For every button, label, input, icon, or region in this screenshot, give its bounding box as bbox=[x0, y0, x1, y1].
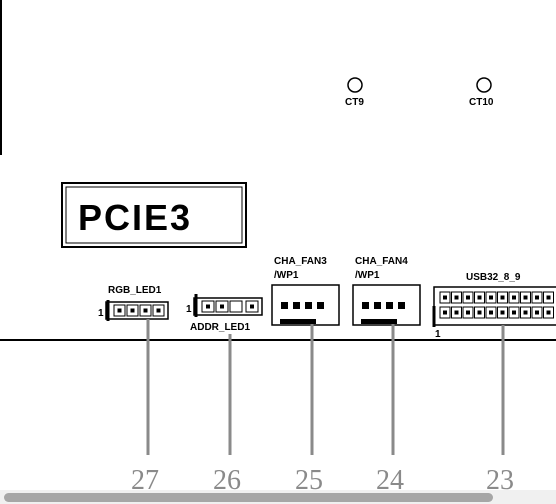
usb32-pin bbox=[508, 306, 520, 319]
usb32-pin-dot bbox=[512, 295, 516, 300]
cha-fan4-label-line1: CHA_FAN4 bbox=[355, 256, 408, 267]
rgb-led-pin-3 bbox=[139, 304, 152, 317]
usb32-pin-dot bbox=[466, 295, 470, 300]
rgb-led-housing bbox=[105, 301, 169, 320]
pcie-slot-label-box: PCIE3 bbox=[61, 182, 247, 248]
cha-fan4-pin-1 bbox=[362, 302, 369, 309]
addr-led-pin-dot-2 bbox=[220, 304, 224, 309]
usb32-pin-dot bbox=[546, 310, 551, 315]
cha-fan3-pin-3 bbox=[305, 302, 312, 309]
usb32-housing bbox=[433, 286, 556, 326]
scrollbar-thumb[interactable] bbox=[4, 493, 493, 502]
cha-fan3-housing bbox=[271, 284, 340, 326]
usb32-pin bbox=[474, 291, 485, 304]
usb32-pin bbox=[531, 306, 543, 319]
usb32-pin-dot bbox=[466, 310, 470, 315]
cha-fan4-pin-2 bbox=[374, 302, 381, 309]
usb32-pin bbox=[451, 306, 462, 319]
usb32-pin bbox=[485, 291, 497, 304]
pcie-box-outer bbox=[61, 182, 247, 248]
addr-led-pin-2 bbox=[215, 300, 229, 313]
usb32-pin bbox=[439, 291, 451, 304]
usb32-pin-dot bbox=[512, 310, 516, 315]
rgb-led-pin-dot-2 bbox=[130, 308, 135, 313]
usb32-pin-dot bbox=[500, 295, 505, 300]
cha-fan3-pin-1 bbox=[281, 302, 288, 309]
usb32-pin-dot bbox=[535, 295, 539, 300]
usb32-pin bbox=[485, 306, 497, 319]
cha-fan4-label-line2: /WP1 bbox=[355, 270, 380, 281]
usb32-pin-dot bbox=[500, 310, 505, 315]
cha-fan3-pin-4 bbox=[317, 302, 324, 309]
addr-led-housing bbox=[193, 297, 263, 316]
addr-led-pin-dot-4 bbox=[250, 304, 254, 309]
usb32-pin bbox=[497, 306, 508, 319]
test-point-ct10-circle bbox=[476, 77, 492, 93]
usb32-pin bbox=[520, 306, 531, 319]
usb32-pin-dot bbox=[535, 310, 539, 315]
usb32-pin-dot bbox=[443, 310, 447, 315]
test-point-ct10-label: CT10 bbox=[469, 97, 494, 108]
usb32-pin bbox=[474, 306, 485, 319]
rgb-led-label: RGB_LED1 bbox=[108, 285, 162, 296]
addr-led-pin-3 bbox=[229, 300, 243, 313]
rgb-led-pin-dot-1 bbox=[117, 308, 122, 313]
cha-fan3-key bbox=[280, 319, 316, 324]
usb32-pin-dot bbox=[489, 295, 493, 300]
pcie-box-inner bbox=[65, 186, 243, 244]
usb32-pin-dot bbox=[454, 295, 459, 300]
usb32-pin-dot bbox=[523, 310, 528, 315]
rgb-led-pin-4 bbox=[152, 304, 165, 317]
addr-led-pin-4 bbox=[245, 300, 259, 313]
usb32-pin-dot bbox=[477, 295, 482, 300]
usb32-pin bbox=[543, 306, 554, 319]
cha-fan4-housing bbox=[352, 284, 421, 326]
addr-led-label: ADDR_LED1 bbox=[190, 322, 250, 333]
usb32-pin bbox=[497, 291, 508, 304]
usb32-pin bbox=[520, 291, 531, 304]
usb32-pin bbox=[531, 291, 543, 304]
addr-led-pin1: 1 bbox=[186, 304, 192, 315]
rgb-led-pin-2 bbox=[126, 304, 139, 317]
test-point-ct9: CT9 bbox=[345, 77, 364, 108]
usb32-pin-dot bbox=[523, 295, 528, 300]
usb32-pin-dot bbox=[443, 295, 447, 300]
usb32-pin-dot bbox=[489, 310, 493, 315]
usb32-pin-dot bbox=[477, 310, 482, 315]
rgb-led-pin-1 bbox=[113, 304, 126, 317]
usb32-pin bbox=[462, 291, 474, 304]
rgb-led-pin-dot-3 bbox=[143, 308, 148, 313]
usb32-label: USB32_8_9 bbox=[466, 272, 521, 283]
cha-fan3-label-line1: CHA_FAN3 bbox=[274, 256, 327, 267]
usb32-pin-dot bbox=[546, 295, 551, 300]
horizontal-scrollbar[interactable] bbox=[0, 490, 556, 504]
cha-fan3-label-line2: /WP1 bbox=[274, 270, 299, 281]
pcie-slot-label: PCIE3 bbox=[78, 197, 192, 238]
usb32-pin bbox=[508, 291, 520, 304]
usb32-pin bbox=[451, 291, 462, 304]
usb32-pin bbox=[462, 306, 474, 319]
cha-fan3-pin-2 bbox=[293, 302, 300, 309]
usb32-pin bbox=[543, 291, 554, 304]
usb32-pin-grid bbox=[439, 291, 554, 319]
addr-led-connector: 1 ADDR_LED1 26 bbox=[186, 294, 263, 496]
cha-fan3-connector: CHA_FAN3 /WP1 25 bbox=[271, 256, 340, 496]
cha-fan4-pin-4 bbox=[398, 302, 405, 309]
rgb-led-connector: RGB_LED1 1 27 bbox=[98, 285, 169, 496]
rgb-led-pin-dot-4 bbox=[156, 308, 161, 313]
test-point-ct10: CT10 bbox=[469, 77, 494, 108]
test-point-ct9-label: CT9 bbox=[345, 97, 364, 108]
cha-fan4-pin-3 bbox=[386, 302, 393, 309]
usb32-pin-dot bbox=[454, 310, 459, 315]
rgb-led-pin1: 1 bbox=[98, 308, 104, 319]
usb32-pin1: 1 bbox=[435, 329, 441, 340]
usb32-pin bbox=[439, 306, 451, 319]
cha-fan4-connector: CHA_FAN4 /WP1 24 bbox=[352, 256, 421, 496]
addr-led-pin-1 bbox=[201, 300, 215, 313]
usb32-connector: USB32_8_9 1 23 bbox=[432, 272, 556, 496]
test-point-ct9-circle bbox=[347, 77, 363, 93]
addr-led-pin-dot-1 bbox=[206, 304, 210, 309]
cha-fan4-key bbox=[361, 319, 397, 324]
